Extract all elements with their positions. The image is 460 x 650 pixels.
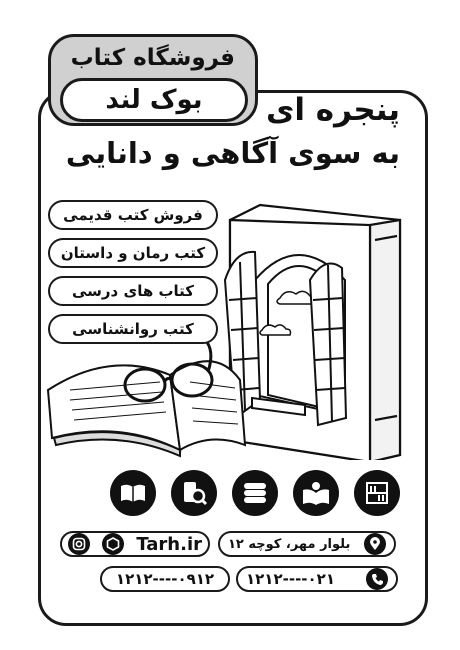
headline-line-2: به سوی آگاهی و دانایی — [65, 136, 400, 170]
phone-pill: ۰۲۱----۱۲۱۲ — [236, 566, 398, 592]
brand-name-pill: بوک لند — [60, 78, 248, 122]
bookshelf-icon — [354, 470, 400, 516]
category-old-books: فروش کتب قدیمی — [48, 200, 218, 230]
brand-name: بوک لند — [105, 85, 203, 115]
book-window-illustration — [46, 203, 402, 460]
web-hex-icon — [102, 533, 125, 555]
website-pill: Tarh.ir — [60, 531, 210, 557]
category-list: فروش کتب قدیمی کتب رمان و داستان کتاب ها… — [48, 200, 218, 352]
mobile-pill: ۰۹۱۲----۱۲۱۲ — [100, 566, 230, 592]
open-book-reading-icon — [293, 470, 339, 516]
open-book-icon — [110, 470, 156, 516]
category-novels: کتب رمان و داستان — [48, 238, 218, 268]
book-search-icon — [171, 470, 217, 516]
phone-number[interactable]: ۰۲۱----۱۲۱۲ — [246, 570, 335, 588]
website-text[interactable]: Tarh.ir — [136, 533, 202, 555]
address-text: بلوار مهر، کوچه ۱۲ — [228, 536, 351, 552]
instagram-icon — [68, 533, 90, 555]
service-icon-row — [110, 470, 400, 520]
window-icon — [223, 250, 348, 427]
mobile-number[interactable]: ۰۹۱۲----۱۲۱۲ — [115, 570, 215, 588]
open-book-illustration — [46, 360, 247, 458]
stacked-books-icon — [232, 470, 278, 516]
shop-label: فروشگاه کتاب — [70, 45, 235, 71]
location-pin-icon — [364, 533, 386, 555]
category-textbooks: کتاب های درسی — [48, 276, 218, 306]
headline-line-1: پنجره ای — [265, 92, 400, 128]
address-pill: بلوار مهر، کوچه ۱۲ — [218, 531, 396, 557]
category-psychology: کتب روانشناسی — [48, 314, 218, 344]
phone-icon — [366, 568, 388, 590]
